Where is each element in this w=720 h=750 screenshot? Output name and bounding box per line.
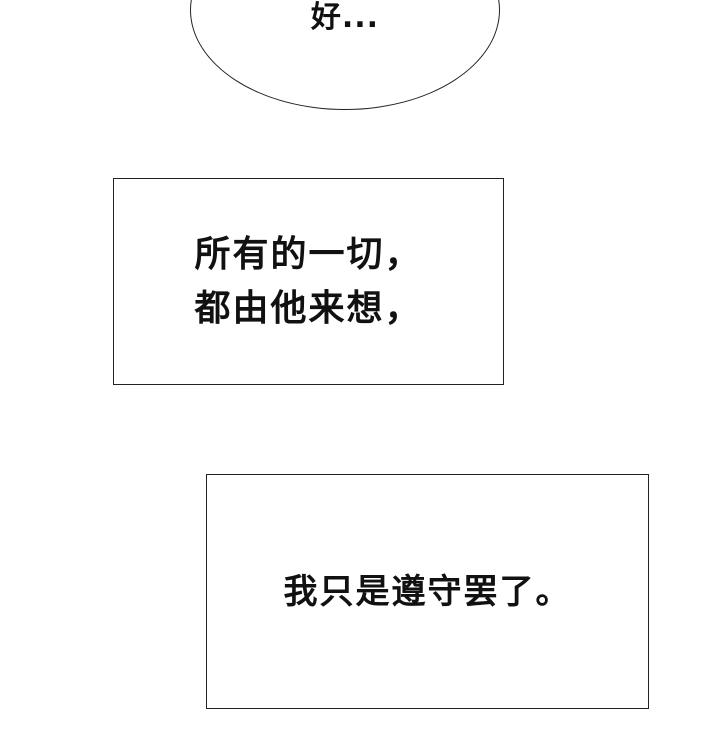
narration-line: 我只是遵守罢了。 <box>283 571 572 612</box>
speech-bubble-text: 好... <box>310 0 380 35</box>
narration-box-1-text: 所有的一切， 都由他来想， <box>194 228 422 336</box>
speech-bubble: 好... <box>190 0 500 110</box>
narration-box-2-text: 我只是遵守罢了。 <box>284 565 572 619</box>
narration-box-1: 所有的一切， 都由他来想， <box>113 178 504 385</box>
narration-line: 都由他来想， <box>194 287 423 329</box>
narration-line: 所有的一切， <box>194 233 423 275</box>
narration-box-2: 我只是遵守罢了。 <box>206 474 649 709</box>
